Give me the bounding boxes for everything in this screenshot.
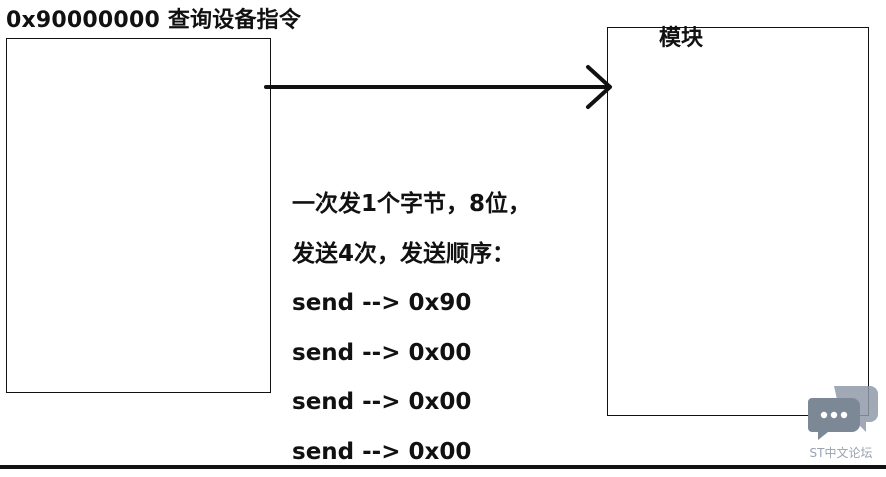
- send-line-2: send --> 0x00: [292, 329, 602, 379]
- note-line-order: 发送4次，发送顺序：: [292, 230, 602, 280]
- chat-bubble-icon: [808, 384, 878, 442]
- send-line-4: send --> 0x00: [292, 428, 602, 477]
- device-box: [6, 38, 271, 393]
- send-line-1: send --> 0x90: [292, 279, 602, 329]
- module-box: [607, 27, 869, 416]
- diagram-title: 0x90000000 查询设备指令: [6, 2, 301, 34]
- note-line-bytes: 一次发1个字节，8位，: [292, 180, 602, 230]
- send-line-3: send --> 0x00: [292, 378, 602, 428]
- module-label: 模块: [659, 20, 703, 52]
- watermark: ST中文论坛: [802, 384, 880, 462]
- watermark-text: ST中文论坛: [802, 444, 880, 461]
- instruction-notes: 一次发1个字节，8位， 发送4次，发送顺序： send --> 0x90 sen…: [292, 180, 602, 477]
- arrow-right-icon: [262, 60, 622, 120]
- bottom-divider: [0, 465, 886, 469]
